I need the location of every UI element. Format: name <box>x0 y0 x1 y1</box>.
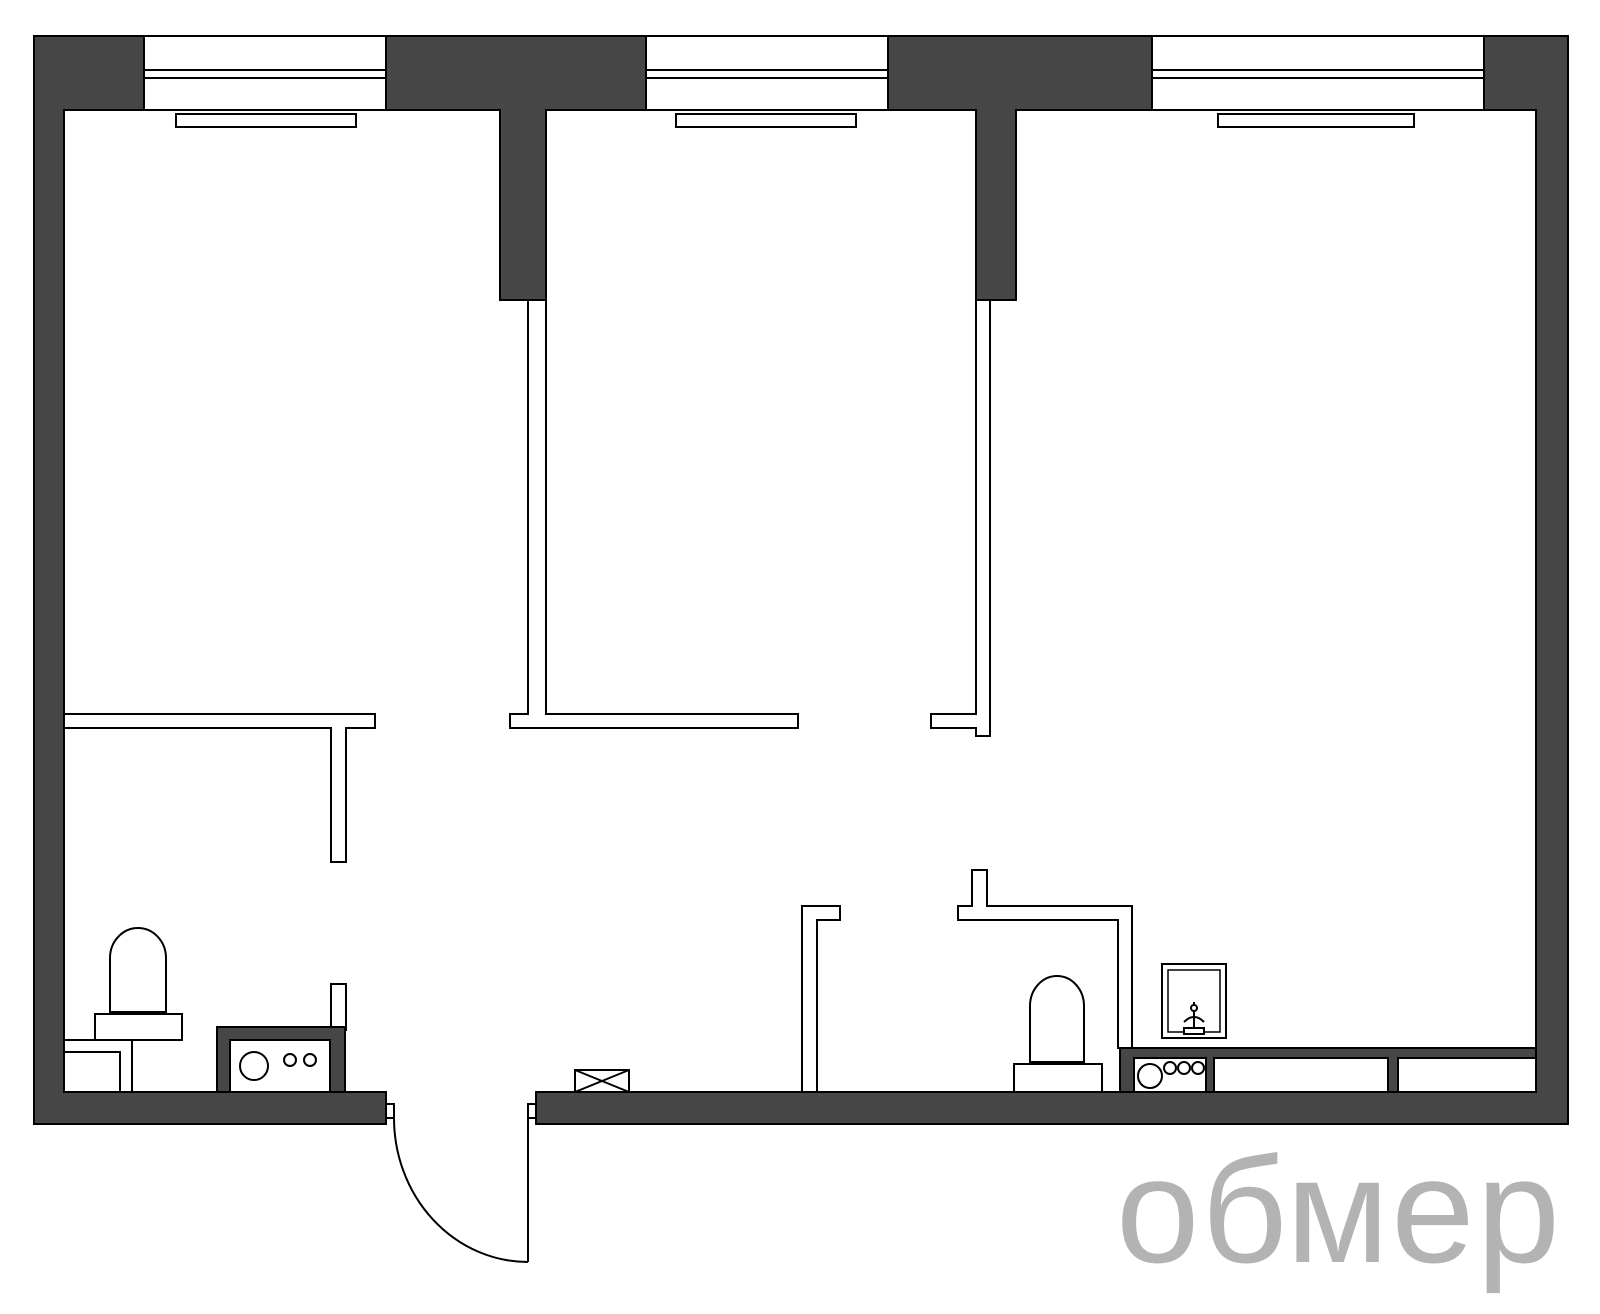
partition-left-corner <box>63 1039 133 1093</box>
vent-shaft-icon <box>574 1069 630 1093</box>
door-jamb-right <box>527 1103 537 1119</box>
window-left <box>143 35 387 111</box>
radiators <box>175 113 1415 128</box>
left-counter <box>216 1026 346 1093</box>
windows <box>143 35 1485 111</box>
counter-cabinet <box>1397 1057 1537 1093</box>
plan-label: обмер <box>1115 1126 1562 1294</box>
window-right <box>1151 35 1485 111</box>
toilet-left-icon <box>94 927 183 1041</box>
burner-small-icon <box>1177 1061 1191 1075</box>
partition-corridor <box>801 905 841 1093</box>
burner-small-icon <box>1191 1061 1205 1075</box>
toilet-right-icon <box>1013 975 1103 1093</box>
door-swing-arc <box>393 1117 529 1263</box>
partition-bath-stub <box>330 983 347 1031</box>
partition-right-room <box>930 299 991 737</box>
sink-icon <box>1161 963 1227 1039</box>
door-jamb-left <box>385 1103 395 1119</box>
radiator-middle <box>675 113 857 128</box>
radiator-left <box>175 113 357 128</box>
partition-kitchen <box>957 869 1133 1049</box>
burner-small-icon <box>1163 1061 1177 1075</box>
counter-cabinet <box>1213 1057 1389 1093</box>
burner-small-icon <box>283 1053 297 1067</box>
burner-small-icon <box>303 1053 317 1067</box>
kitchen-counter <box>1119 1047 1537 1093</box>
partition-middle-room <box>509 299 799 729</box>
entrance-door <box>385 1103 537 1263</box>
window-middle <box>645 35 889 111</box>
partitions <box>63 299 1133 1093</box>
partition-left-room <box>63 713 376 863</box>
burner-large-icon <box>1137 1063 1163 1089</box>
burner-large-icon <box>239 1051 269 1081</box>
radiator-right <box>1217 113 1415 128</box>
